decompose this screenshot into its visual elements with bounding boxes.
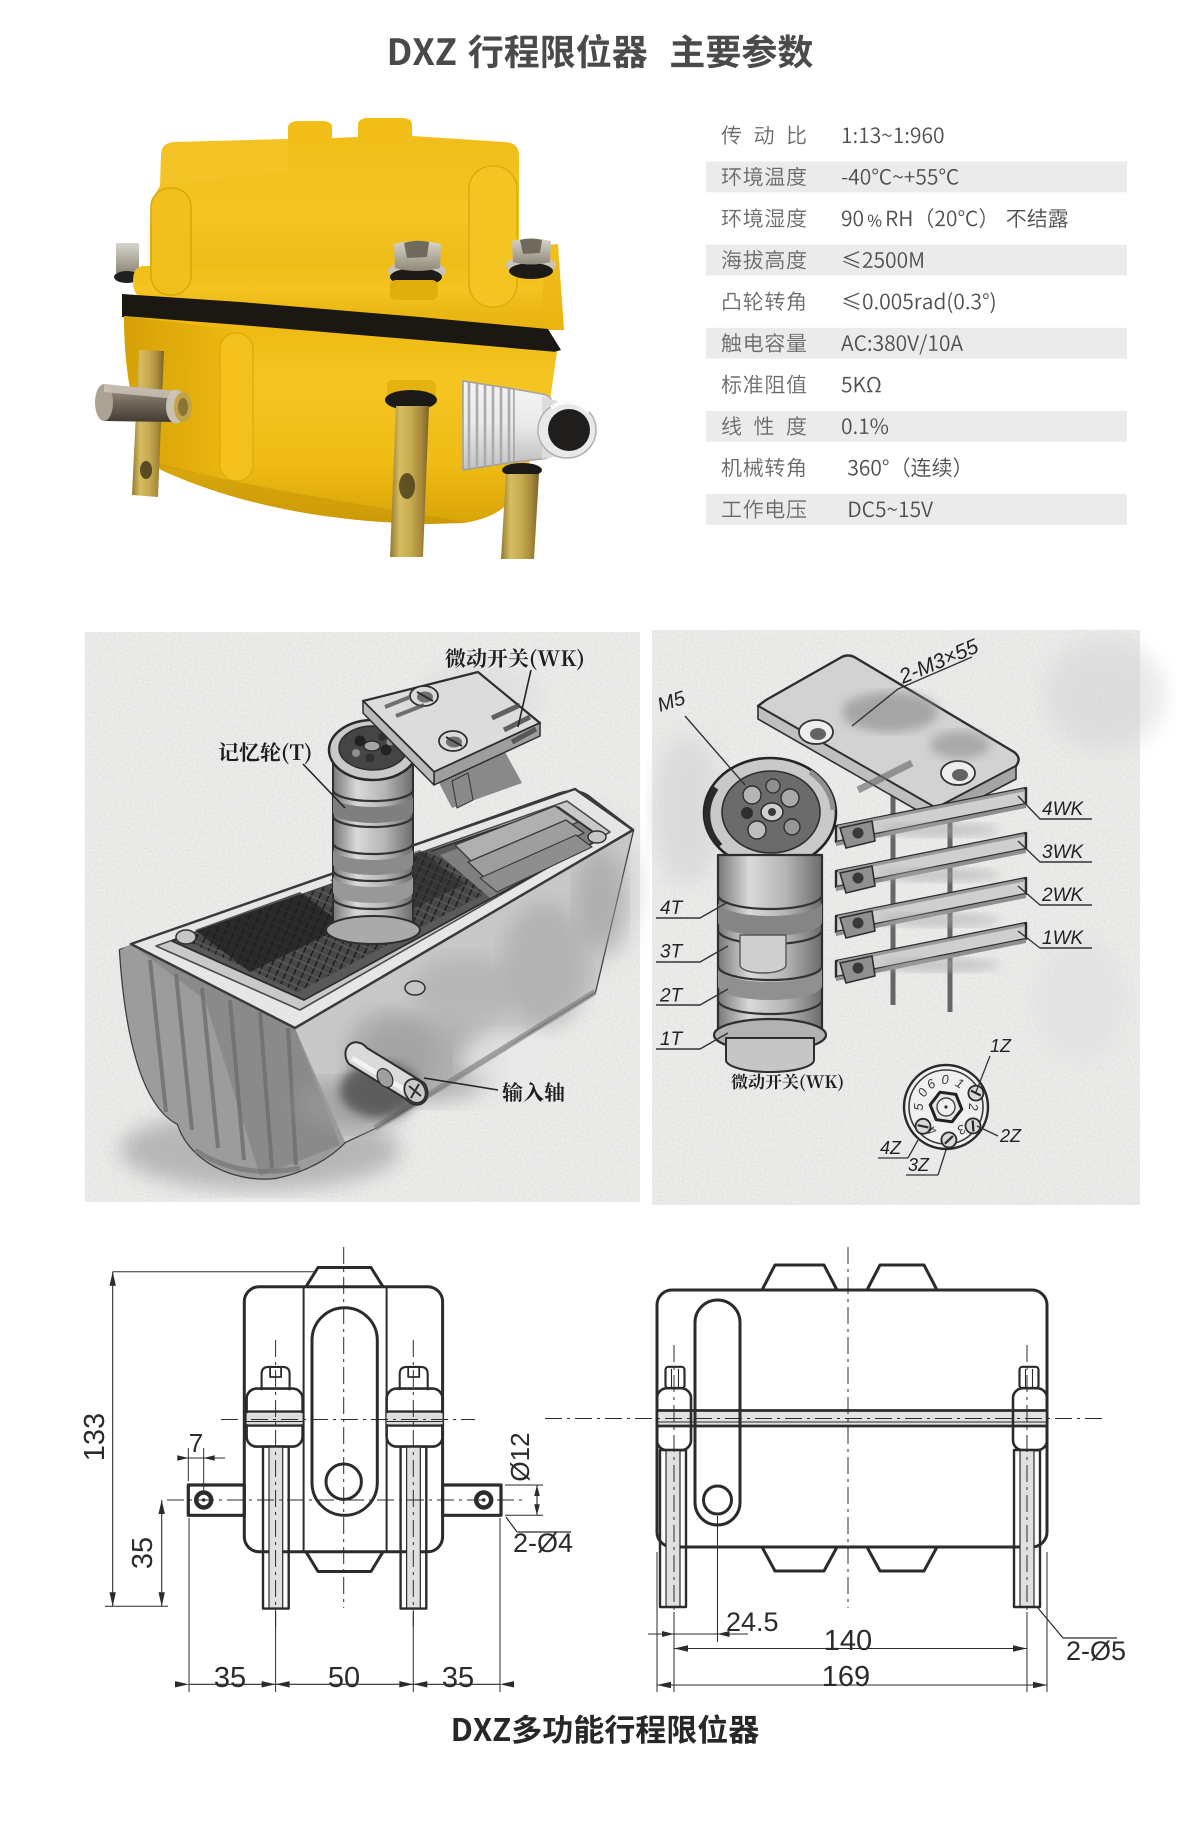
svg-text:2WK: 2WK [1041, 885, 1085, 906]
svg-text:50: 50 [328, 1662, 360, 1694]
svg-text:4T: 4T [660, 898, 684, 919]
svg-text:169: 169 [822, 1661, 870, 1693]
svg-text:24.5: 24.5 [726, 1607, 779, 1637]
svg-text:2-Ø5: 2-Ø5 [1066, 1636, 1126, 1666]
svg-text:1T: 1T [660, 1029, 684, 1050]
svg-text:2T: 2T [659, 985, 684, 1006]
svg-text:35: 35 [442, 1662, 474, 1694]
svg-text:35: 35 [127, 1537, 159, 1569]
svg-text:0: 0 [941, 1072, 950, 1087]
svg-text:3WK: 3WK [1042, 842, 1085, 863]
svg-text:1Z: 1Z [990, 1036, 1012, 1056]
svg-text:7: 7 [189, 1428, 203, 1458]
svg-text:2-Ø4: 2-Ø4 [513, 1528, 573, 1558]
svg-text:2: 2 [966, 1102, 981, 1111]
svg-text:4WK: 4WK [1042, 799, 1085, 820]
svg-text:133: 133 [79, 1413, 111, 1461]
svg-text:Ø12: Ø12 [505, 1432, 535, 1481]
svg-text:140: 140 [824, 1625, 872, 1657]
svg-text:4Z: 4Z [880, 1138, 902, 1158]
svg-text:2Z: 2Z [999, 1126, 1022, 1146]
svg-text:35: 35 [214, 1662, 246, 1694]
svg-text:1WK: 1WK [1042, 928, 1085, 949]
svg-text:5: 5 [911, 1103, 926, 1111]
svg-text:3T: 3T [660, 942, 684, 963]
svg-text:3Z: 3Z [908, 1155, 930, 1175]
